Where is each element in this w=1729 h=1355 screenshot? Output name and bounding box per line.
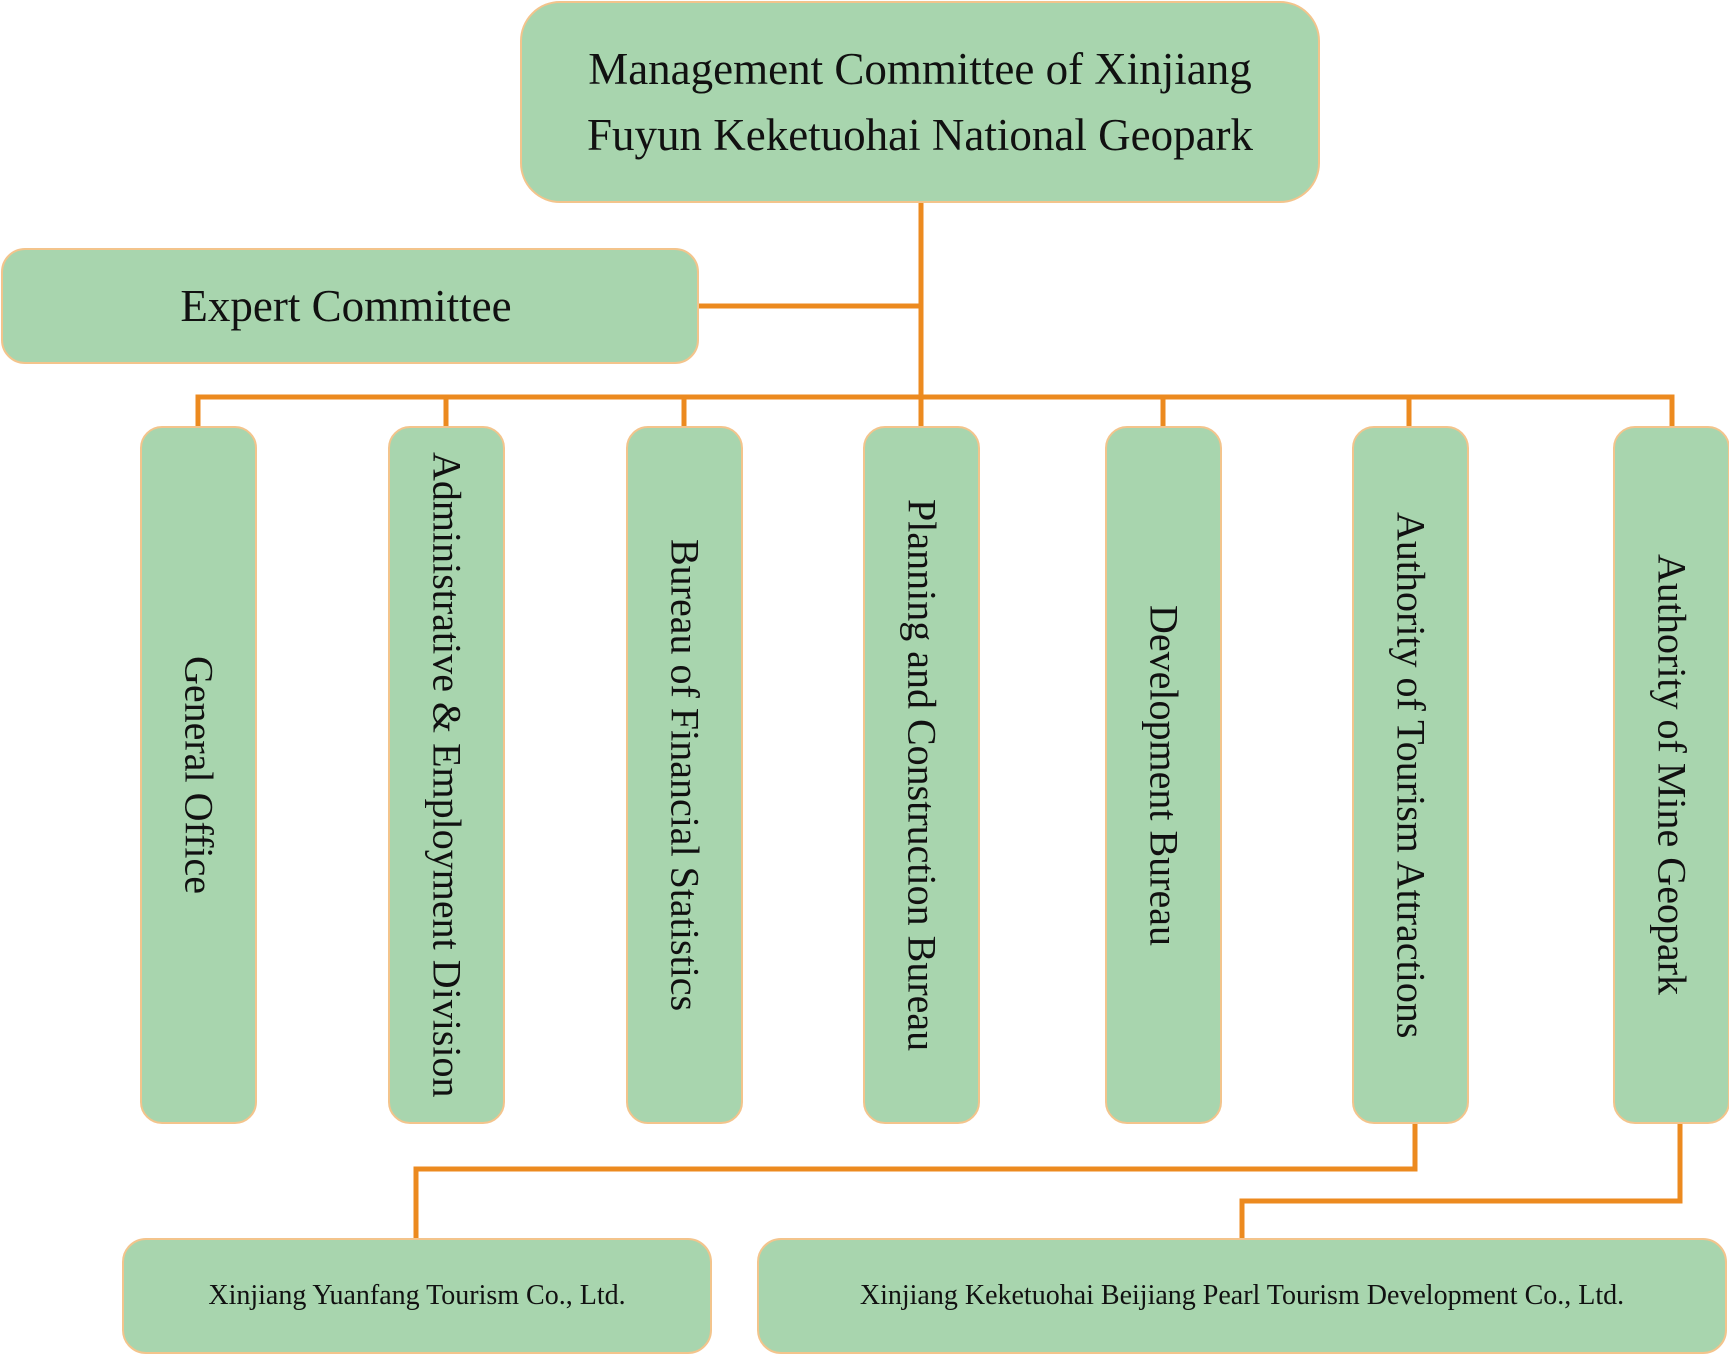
- department-label: Bureau of Financial Statistics: [662, 538, 708, 1012]
- management-committee-label-line2: Fuyun Keketuohai National Geopark: [586, 110, 1254, 160]
- expert-committee-node: Expert Committee: [1, 248, 699, 364]
- department-node-tourism-attractions: Authority of Tourism Attractions: [1352, 426, 1469, 1124]
- department-label: Administrative & Employment Division: [424, 452, 470, 1098]
- department-node-administrative-employment: Administrative & Employment Division: [388, 426, 505, 1124]
- company-node-beijiang-pearl-tourism: Xinjiang Keketuohai Beijiang Pearl Touri…: [757, 1238, 1727, 1354]
- department-node-mine-geopark: Authority of Mine Geopark: [1613, 426, 1729, 1124]
- department-label: Authority of Tourism Attractions: [1388, 511, 1434, 1039]
- tourism-to-yuanfang-line: [413, 1121, 1418, 1241]
- management-committee-node: Management Committee of Xinjiang Fuyun K…: [520, 1, 1320, 203]
- company-label: Xinjiang Yuanfang Tourism Co., Ltd.: [208, 1280, 626, 1311]
- department-label: Authority of Mine Geopark: [1649, 554, 1695, 996]
- management-committee-label-line1: Management Committee of Xinjiang: [588, 44, 1252, 94]
- expert-committee-label: Expert Committee: [180, 281, 512, 331]
- department-node-general-office: General Office: [140, 426, 257, 1124]
- department-node-financial-statistics: Bureau of Financial Statistics: [626, 426, 743, 1124]
- department-node-planning-construction: Planning and Construction Bureau: [863, 426, 980, 1124]
- department-node-development-bureau: Development Bureau: [1105, 426, 1222, 1124]
- company-label: Xinjiang Keketuohai Beijiang Pearl Touri…: [859, 1280, 1625, 1311]
- department-label: Development Bureau: [1141, 604, 1187, 946]
- department-label: Planning and Construction Bureau: [899, 498, 945, 1052]
- department-label: General Office: [176, 655, 222, 894]
- mine-to-beijiang-line: [1239, 1121, 1683, 1241]
- company-node-yuanfang-tourism: Xinjiang Yuanfang Tourism Co., Ltd.: [122, 1238, 712, 1354]
